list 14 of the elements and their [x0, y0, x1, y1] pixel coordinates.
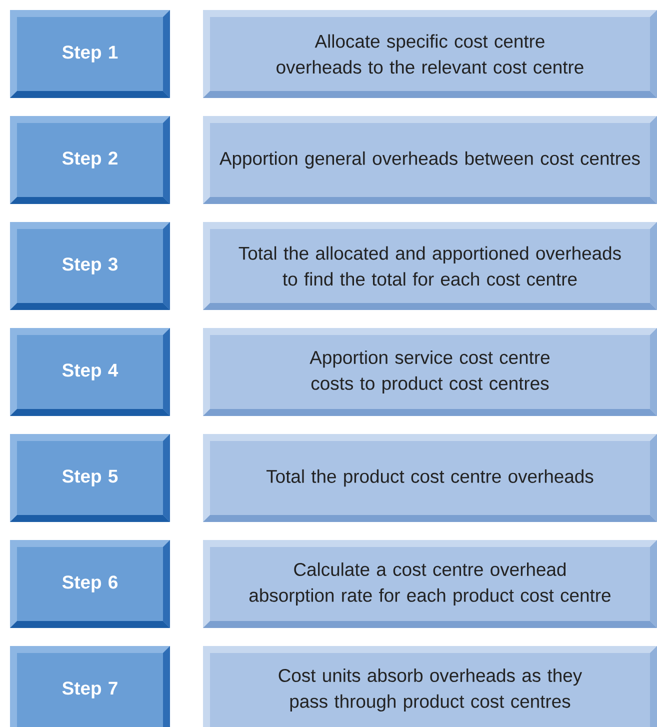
step-box: Step 1 [10, 10, 170, 98]
step-box: Step 4 [10, 328, 170, 416]
description-box: Allocate specific cost centre overheads to the relevant cost centre [203, 10, 657, 98]
step-box: Step 2 [10, 116, 170, 204]
description-box: Total the allocated and apportioned overheads to find the total for each cost centre [203, 222, 657, 310]
step-box: Step 3 [10, 222, 170, 310]
step-box: Step 5 [10, 434, 170, 522]
step-box: Step 7 [10, 646, 170, 727]
description-box: Calculate a cost centre overhead absorption rate for each product cost centre [203, 540, 657, 628]
description-box: Apportion general overheads between cost centres [203, 116, 657, 204]
description-box: Apportion service cost centre costs to product cost centres [203, 328, 657, 416]
description-box: Cost units absorb overheads as they pass through product cost centres [203, 646, 657, 727]
description-box: Total the product cost centre overheads [203, 434, 657, 522]
step-box: Step 6 [10, 540, 170, 628]
